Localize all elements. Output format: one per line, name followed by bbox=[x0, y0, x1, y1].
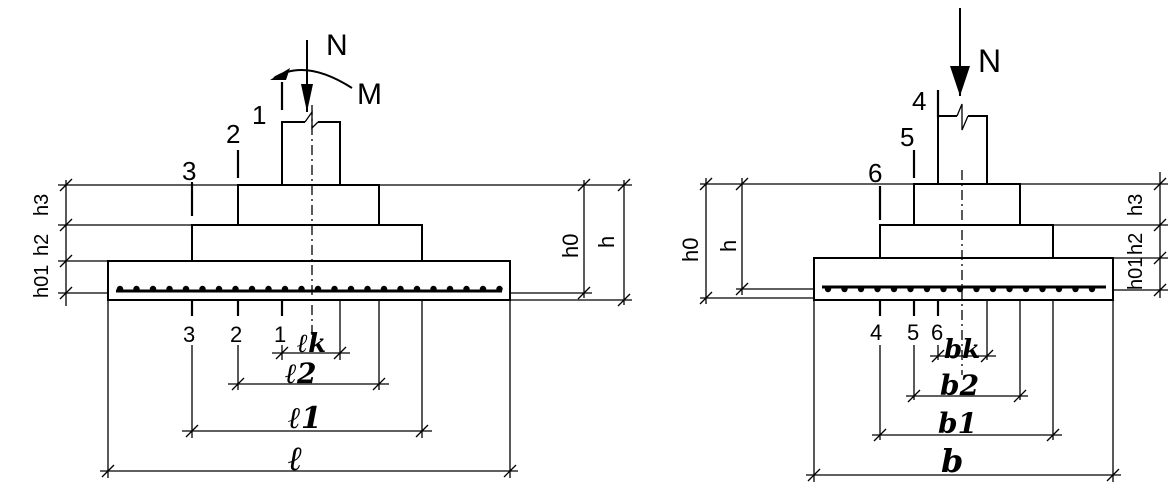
left-width-dimensions bbox=[100, 300, 518, 478]
right-section-label-bottom-5: 5 bbox=[907, 320, 919, 345]
right-label-h0: h0 bbox=[678, 238, 703, 262]
rebar-dot bbox=[940, 285, 947, 293]
right-column-break bbox=[956, 103, 969, 131]
rebar-dot bbox=[1022, 285, 1030, 293]
rebar-dot bbox=[149, 285, 157, 293]
left-moment-m: M bbox=[357, 78, 382, 111]
right-foundation-section: N 4 5 6 4 5 6 h0 h bbox=[678, 8, 1168, 482]
rebar-dot bbox=[413, 285, 421, 293]
left-rebar-dots bbox=[116, 285, 503, 293]
right-label-h3: h3 bbox=[1125, 194, 1147, 216]
rebar-dot bbox=[446, 285, 454, 293]
right-h-dimensions: h0 h bbox=[678, 177, 914, 305]
rebar-dot bbox=[907, 285, 914, 293]
rebar-dot bbox=[841, 285, 848, 293]
left-column bbox=[281, 121, 341, 185]
rebar-dot bbox=[380, 285, 388, 293]
right-load-arrowhead bbox=[950, 66, 970, 96]
right-label-h: h bbox=[716, 240, 741, 252]
rebar-dot bbox=[265, 285, 272, 293]
left-dim-l2: ℓ2 bbox=[284, 357, 316, 390]
left-label-h0: h0 bbox=[558, 234, 583, 258]
left-section-label-1: 1 bbox=[252, 100, 266, 130]
left-label-h01: h01 bbox=[31, 265, 53, 298]
right-label-h2: h2 bbox=[1125, 233, 1147, 255]
rebar-dot bbox=[989, 285, 997, 293]
rebar-dot bbox=[347, 285, 355, 293]
rebar-dot bbox=[232, 285, 239, 293]
right-section-label-6: 6 bbox=[868, 158, 882, 188]
rebar-dot bbox=[824, 285, 832, 293]
rebar-dot bbox=[298, 285, 305, 293]
right-section-label-bottom-4: 4 bbox=[870, 320, 882, 345]
left-label-h2: h2 bbox=[31, 234, 53, 256]
left-dim-lk: ℓk bbox=[297, 329, 326, 359]
left-section-label-bottom-3: 3 bbox=[183, 322, 195, 347]
rebar-dot bbox=[331, 285, 338, 293]
rebar-dot bbox=[1072, 285, 1079, 293]
left-slab bbox=[107, 260, 511, 301]
right-dim-b: b bbox=[941, 442, 963, 480]
rebar-dot bbox=[463, 285, 470, 293]
rebar-dot bbox=[166, 285, 173, 293]
rebar-dot bbox=[1088, 285, 1096, 293]
right-section-label-4: 4 bbox=[912, 86, 926, 116]
right-load-n: N bbox=[978, 43, 1001, 79]
right-height-dimensions: h3 h2 h01 bbox=[1020, 172, 1168, 298]
rebar-dot bbox=[890, 285, 898, 293]
left-moment-arrowhead bbox=[270, 68, 290, 80]
rebar-dot bbox=[857, 285, 865, 293]
left-step-2 bbox=[191, 224, 423, 262]
left-step-3 bbox=[237, 184, 380, 226]
left-load-n: N bbox=[326, 29, 348, 62]
left-dim-l1: ℓ1 bbox=[288, 401, 322, 436]
right-dim-b2: b2 bbox=[940, 369, 979, 402]
right-step-3 bbox=[913, 183, 1021, 226]
rebar-dot bbox=[182, 285, 190, 293]
rebar-dot bbox=[1039, 285, 1046, 293]
left-section-label-3: 3 bbox=[182, 156, 196, 186]
right-section-label-bottom-6: 6 bbox=[931, 320, 943, 345]
right-dim-bk: bk bbox=[944, 335, 980, 365]
rebar-dot bbox=[116, 285, 124, 293]
right-dim-b1: b1 bbox=[938, 407, 977, 440]
rebar-dot bbox=[1055, 285, 1063, 293]
rebar-dot bbox=[430, 285, 437, 293]
rebar-dot bbox=[215, 285, 223, 293]
left-label-h: h bbox=[594, 236, 619, 248]
rebar-dot bbox=[364, 285, 371, 293]
right-slab bbox=[813, 257, 1114, 301]
rebar-dot bbox=[281, 285, 289, 293]
left-foundation-section: N M 1 2 3 3 2 1 h3 h2 h0 bbox=[31, 29, 632, 479]
rebar-dot bbox=[923, 285, 931, 293]
right-section-label-5: 5 bbox=[900, 122, 914, 152]
rebar-dot bbox=[479, 285, 487, 293]
right-rebar-dots bbox=[824, 285, 1096, 293]
right-label-h01: h01 bbox=[1125, 257, 1147, 290]
left-section-label-bottom-2: 2 bbox=[230, 322, 242, 347]
rebar-dot bbox=[496, 285, 503, 293]
right-width-dimensions bbox=[806, 300, 1121, 482]
left-section-label-2: 2 bbox=[226, 119, 240, 149]
rebar-dot bbox=[248, 285, 256, 293]
rebar-dot bbox=[314, 285, 322, 293]
rebar-dot bbox=[874, 285, 881, 293]
left-load-arrowhead bbox=[301, 84, 313, 112]
left-h-dimensions: h0 h bbox=[379, 178, 632, 307]
rebar-dot bbox=[133, 285, 140, 293]
right-step-2 bbox=[879, 224, 1054, 259]
left-label-h3: h3 bbox=[31, 194, 53, 216]
rebar-dot bbox=[199, 285, 206, 293]
left-height-dimensions: h3 h2 h01 bbox=[31, 178, 238, 306]
left-dim-l: ℓ bbox=[288, 439, 303, 479]
left-section-label-bottom-1: 1 bbox=[274, 322, 286, 347]
rebar-dot bbox=[973, 285, 980, 293]
rebar-dot bbox=[397, 285, 404, 293]
rebar-dot bbox=[1006, 285, 1013, 293]
